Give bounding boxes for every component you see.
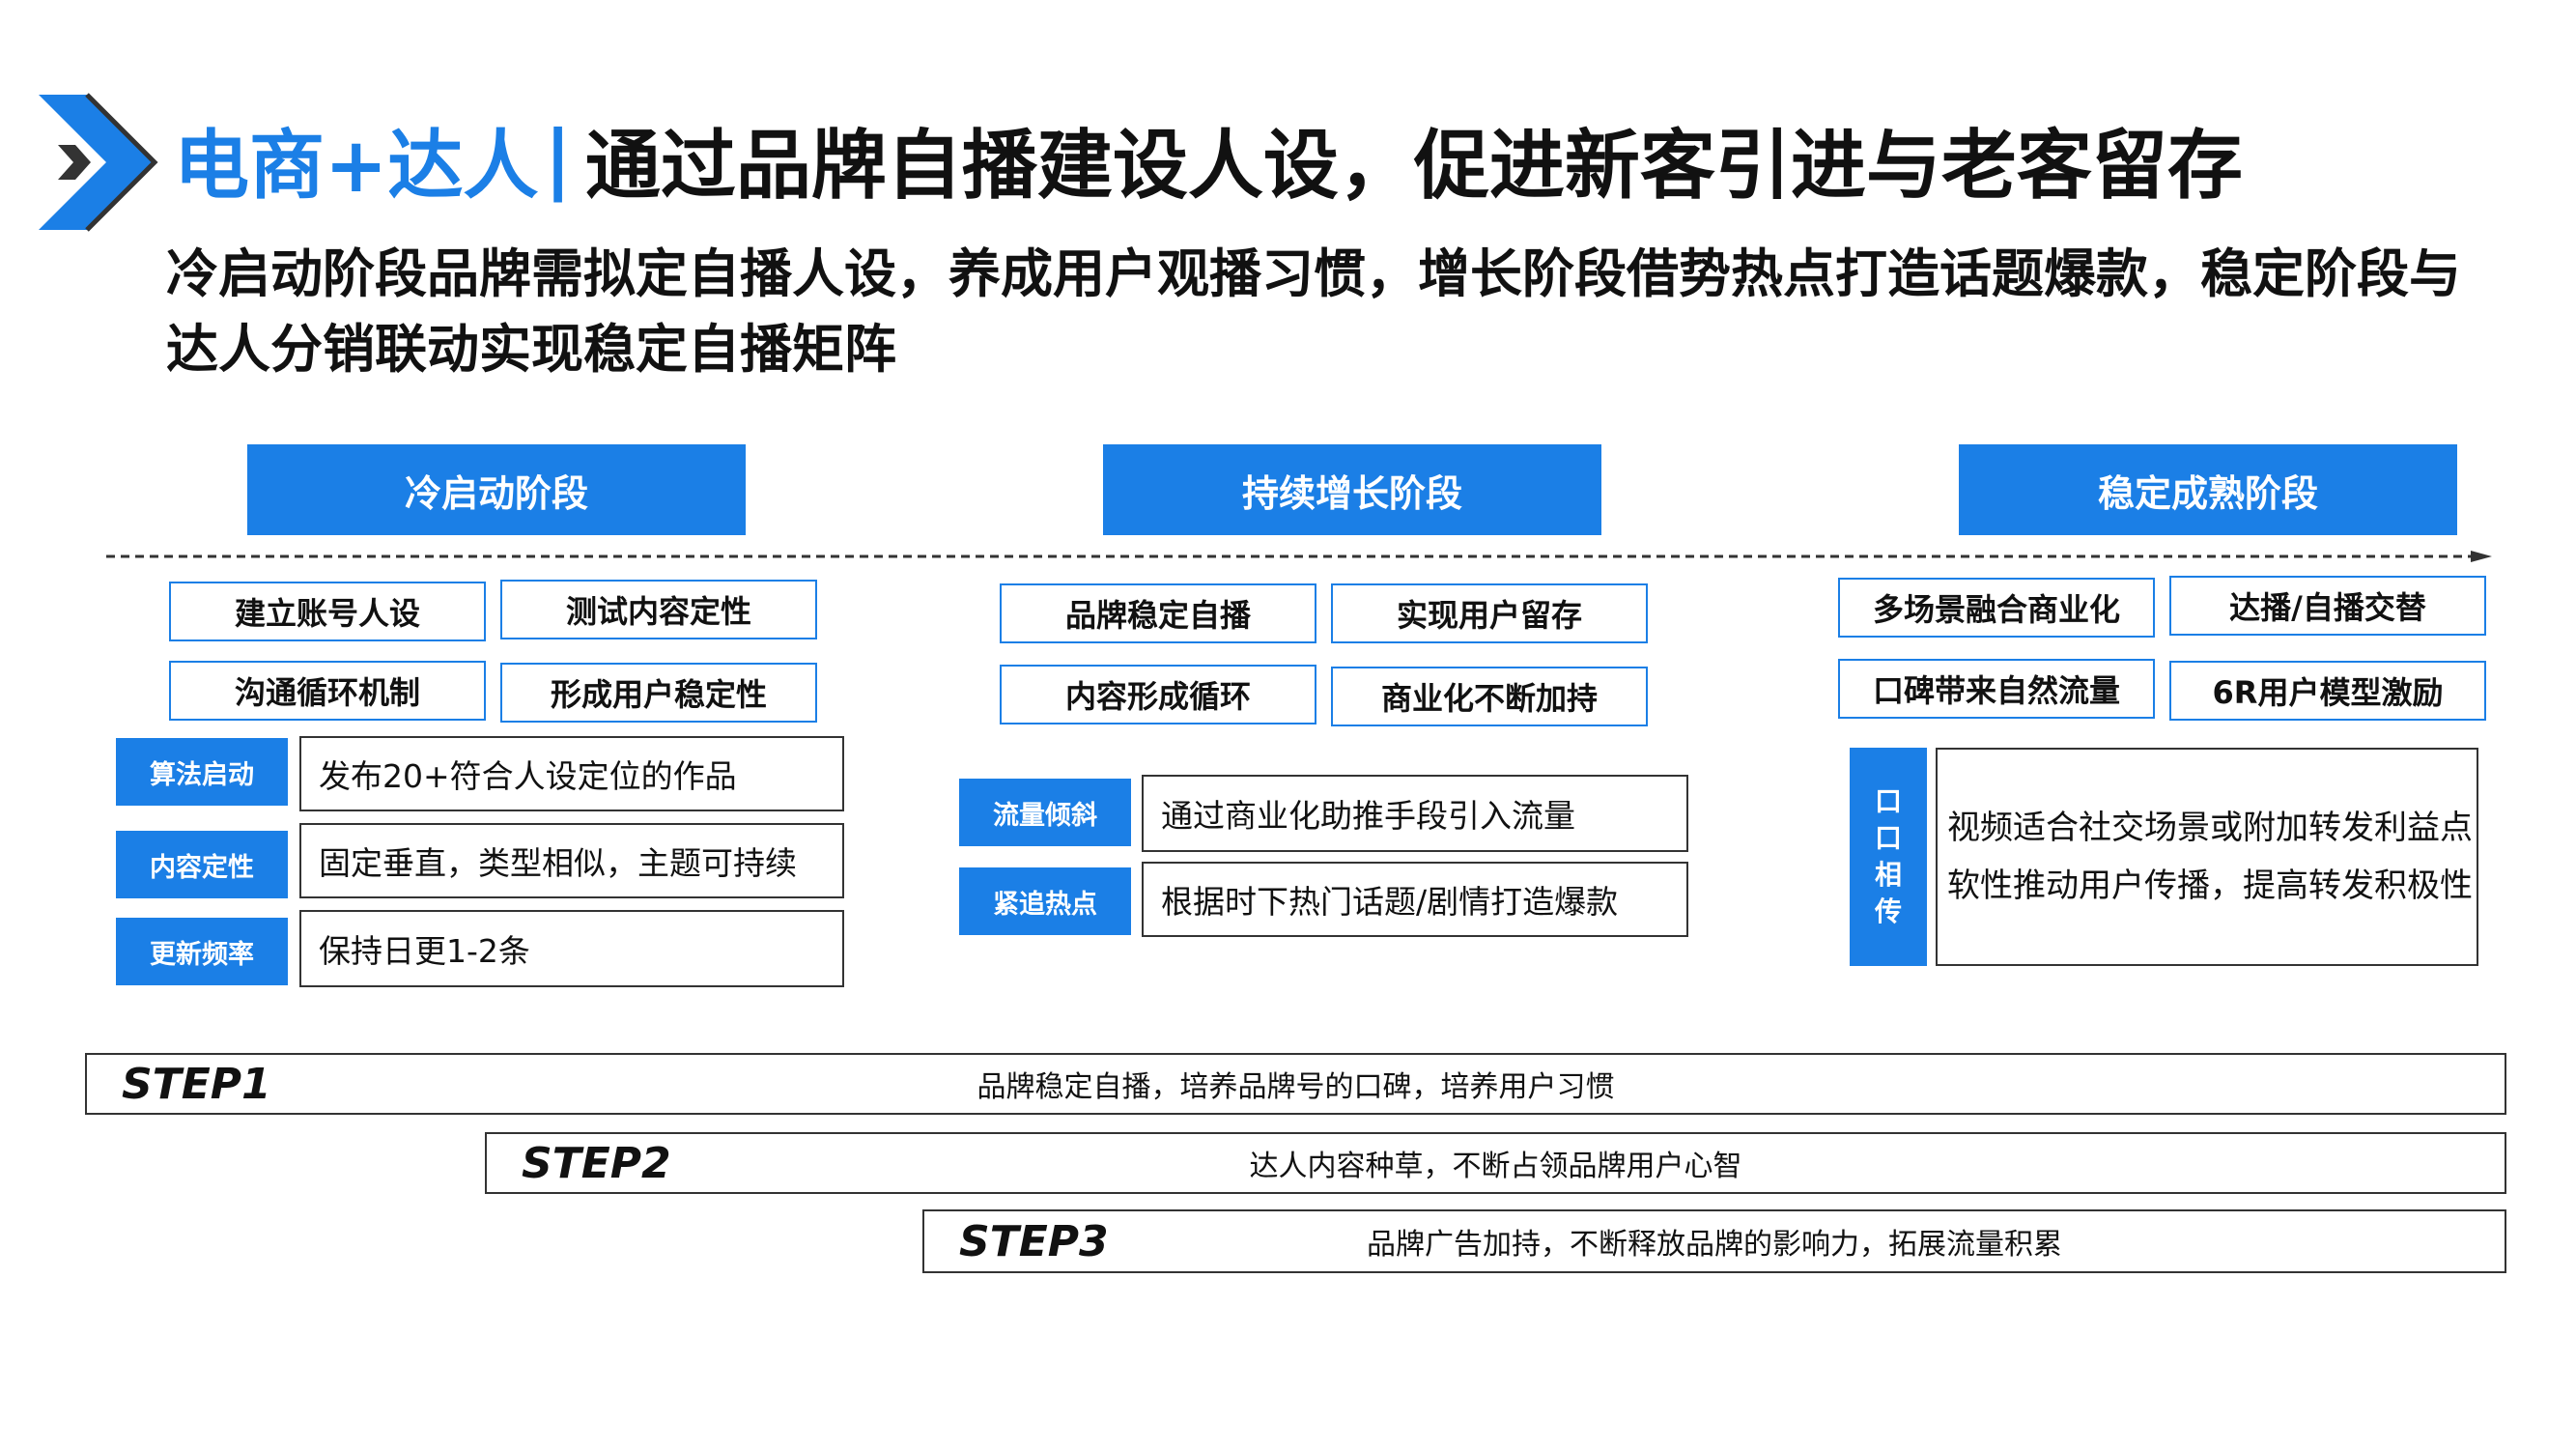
row-description: 固定垂直，类型相似，主题可持续 [299,823,844,898]
row-label: 更新频率 [116,918,288,985]
vertical-label: 口口相传 [1850,748,1927,966]
step-text: 品牌广告加持，不断释放品牌的影响力，拓展流量积累 [1367,1228,2062,1262]
row-label: 流量倾斜 [959,779,1131,846]
vertical-description-line: 软性推动用户传播，提高转发积极性 [1947,867,2473,905]
row-description: 通过商业化助推手段引入流量 [1142,775,1688,852]
feature-box: 沟通循环机制 [169,661,486,721]
row-label: 紧追热点 [959,867,1131,935]
step-bar-2: 达人内容种草，不断占领品牌用户心智 STEP2 [485,1132,2506,1194]
step-text: 品牌稳定自播，培养品牌号的口碑，培养用户习惯 [977,1070,1615,1104]
feature-box: 达播/自播交替 [2169,576,2486,636]
feature-box: 多场景融合商业化 [1838,578,2155,638]
title-separator: | [544,116,572,203]
feature-box: 实现用户留存 [1331,583,1648,643]
step-label: STEP2 [522,1138,671,1188]
row-description: 根据时下热门话题/剧情打造爆款 [1142,862,1688,937]
title-main: 通过品牌自播建设人设，促进新客引进与老客留存 [584,123,2243,210]
step-bar-3: 品牌广告加持，不断释放品牌的影响力，拓展流量积累 STEP3 [922,1209,2506,1273]
vertical-description: 视频适合社交场景或附加转发利益点 软性推动用户传播，提高转发积极性 [1936,748,2478,966]
feature-box: 测试内容定性 [500,580,817,639]
timeline-arrow [106,551,2492,562]
row-label: 算法启动 [116,738,288,806]
feature-box: 口碑带来自然流量 [1838,659,2155,719]
phase-header-cold-start: 冷启动阶段 [247,444,746,535]
row-label: 内容定性 [116,831,288,898]
step-label: STEP1 [122,1059,271,1109]
title-brand: 电商+达人 [174,123,539,210]
page-title: 电商+达人 | 通过品牌自播建设人设，促进新客引进与老客留存 [174,106,2243,213]
phase-header-mature: 稳定成熟阶段 [1959,444,2457,535]
double-chevron-logo-icon [39,93,158,232]
vertical-description-line: 视频适合社交场景或附加转发利益点 [1947,809,2473,847]
feature-box: 品牌稳定自播 [1000,583,1316,643]
feature-box: 形成用户稳定性 [500,663,817,723]
arrow-right-icon [2471,551,2492,562]
step-label: STEP3 [959,1216,1109,1266]
page-subtitle: 冷启动阶段品牌需拟定自播人设，养成用户观播习惯，增长阶段借势热点打造话题爆款，稳… [166,243,2461,380]
feature-box: 建立账号人设 [169,582,486,641]
step-text: 达人内容种草，不断占领品牌用户心智 [1249,1150,1742,1183]
feature-box: 6R用户模型激励 [2169,661,2486,721]
vertical-label-text: 口口相传 [1874,785,1902,927]
feature-box: 商业化不断加持 [1331,667,1648,726]
row-description: 发布20+符合人设定位的作品 [299,736,844,811]
row-description: 保持日更1-2条 [299,910,844,987]
phase-header-growth: 持续增长阶段 [1103,444,1601,535]
feature-box: 内容形成循环 [1000,665,1316,724]
step-bar-1: 品牌稳定自播，培养品牌号的口碑，培养用户习惯 STEP1 [85,1053,2506,1115]
